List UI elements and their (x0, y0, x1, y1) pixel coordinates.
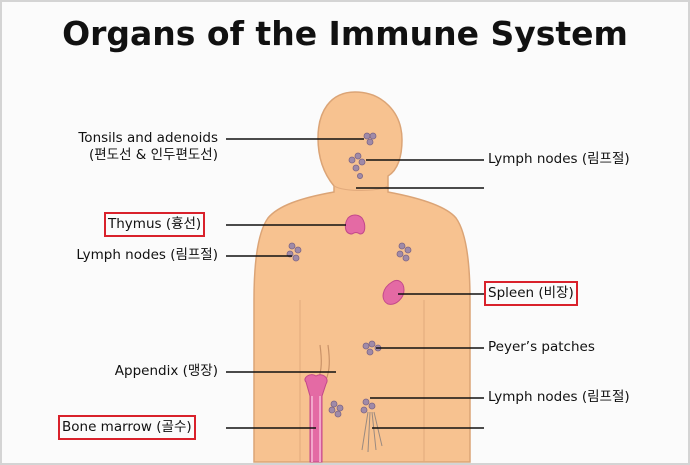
label-tonsils-korean: (편도선 & 인두편도선) (88, 147, 218, 163)
thymus-organ (344, 214, 366, 235)
neck-lymph-nodes (348, 152, 366, 179)
label-lymph-nodes-neck: Lymph nodes (림프절) (488, 151, 630, 167)
label-thymus: Thymus (흉선) (103, 212, 206, 237)
leader-lines (226, 138, 484, 429)
armpit-lymph-nodes (286, 242, 412, 262)
figure-title: Organs of the Immune System (62, 14, 628, 53)
body-silhouette (253, 91, 471, 463)
groin-lymph-nodes (328, 398, 376, 418)
label-tonsils: Tonsils and adenoids (78, 130, 218, 146)
label-peyers-patches: Peyer’s patches (488, 339, 595, 355)
peyers-patches-organ (362, 340, 382, 356)
label-spleen: Spleen (비장) (484, 281, 578, 306)
bone-marrow-organ (304, 374, 328, 463)
label-bone-marrow: Bone marrow (골수) (58, 415, 196, 440)
lymph-vessels (361, 411, 383, 453)
label-lymph-nodes-groin: Lymph nodes (림프절) (488, 389, 630, 405)
tonsils-organ (363, 132, 377, 146)
label-appendix: Appendix (맹장) (114, 363, 218, 379)
spleen-organ (382, 279, 405, 305)
label-lymph-nodes-armpit: Lymph nodes (림프절) (76, 247, 218, 263)
